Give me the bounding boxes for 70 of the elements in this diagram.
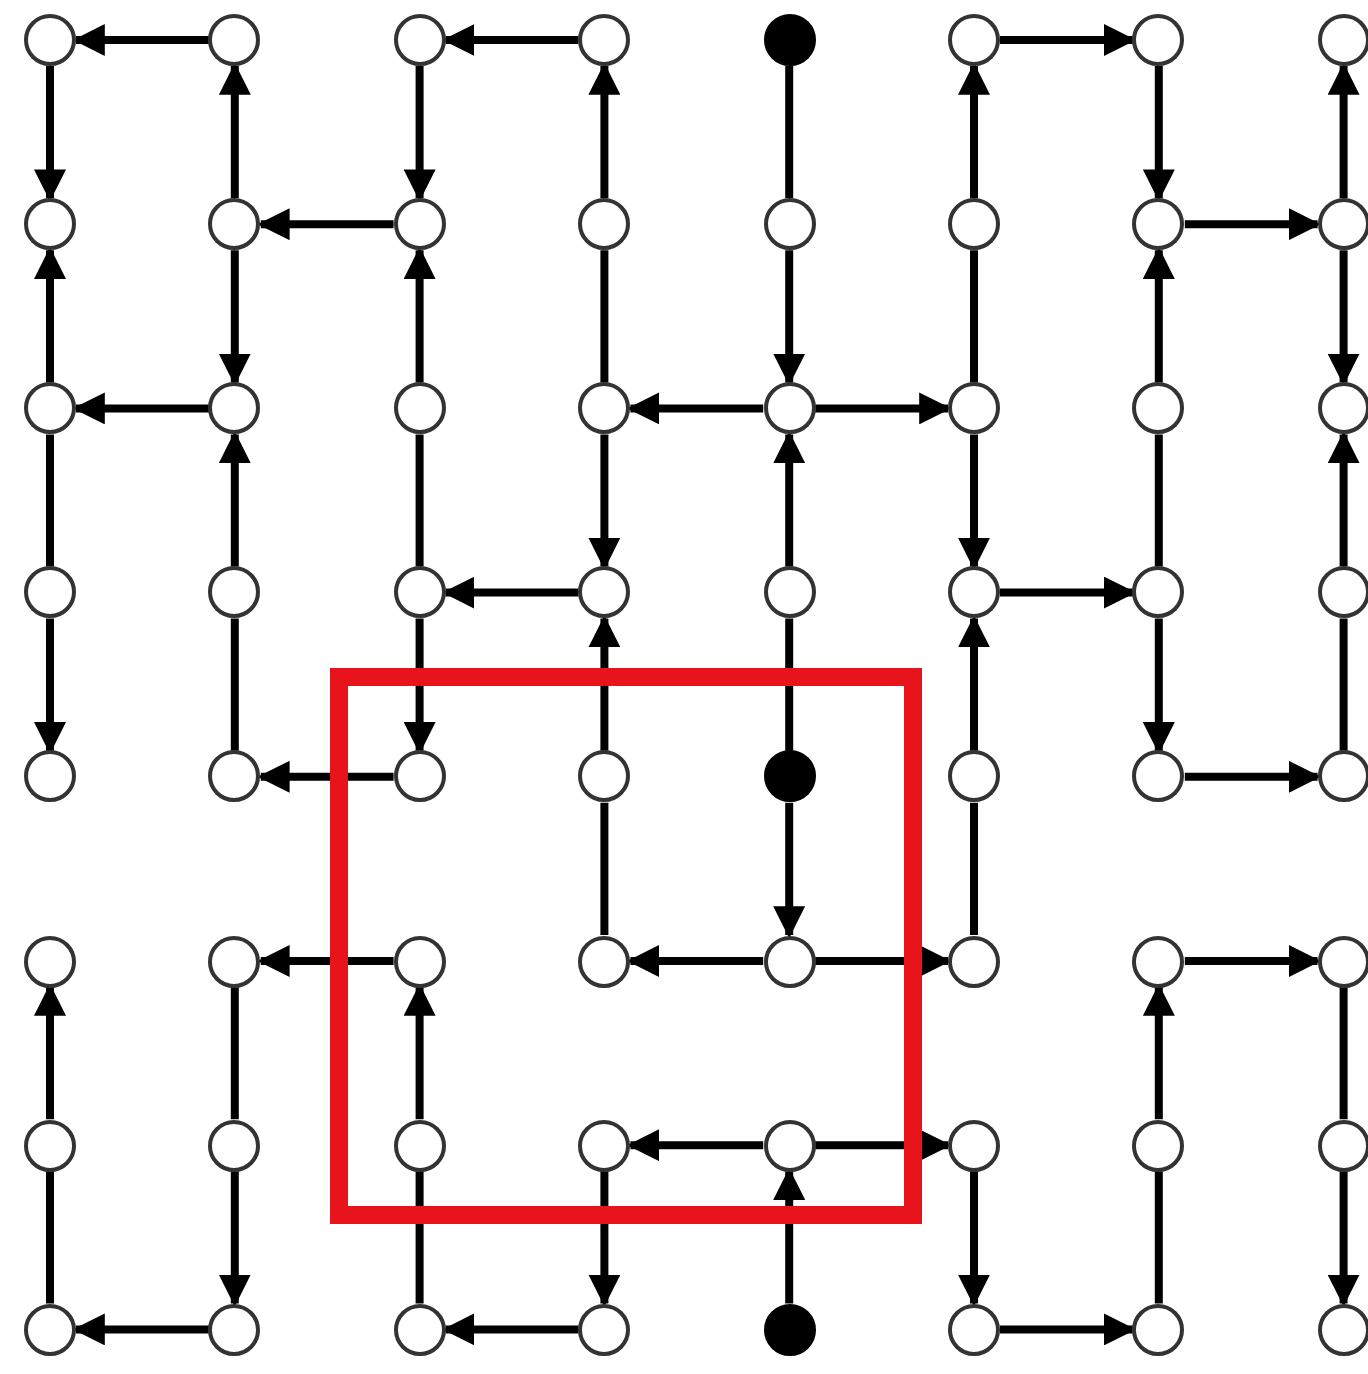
arrow [588, 434, 621, 570]
arrow [815, 945, 952, 977]
connector-line [600, 802, 609, 935]
arrow [1000, 576, 1136, 609]
arrow [1000, 24, 1136, 56]
arrow [1184, 208, 1321, 241]
connector-line [415, 1171, 424, 1304]
arrow [403, 66, 436, 202]
connector-line [230, 618, 239, 751]
arrow [588, 62, 621, 199]
arrow [627, 1129, 764, 1162]
arrow [958, 434, 990, 570]
arrow [1327, 250, 1360, 386]
connector-line [1339, 987, 1348, 1120]
arrow [1327, 431, 1360, 567]
connector-line [1154, 434, 1163, 567]
arrow [1327, 1171, 1360, 1307]
connector-line [970, 802, 978, 935]
arrow [72, 392, 209, 425]
arrow [773, 250, 806, 386]
connector-line [46, 1171, 54, 1304]
arrow [257, 208, 394, 241]
arrow [34, 247, 66, 383]
arrow [257, 760, 394, 793]
arrow [72, 1313, 209, 1346]
arrow [1142, 618, 1175, 754]
connector-line [1339, 618, 1348, 751]
arrow [218, 431, 251, 567]
arrow [1000, 1313, 1136, 1346]
arrow [1142, 983, 1175, 1120]
arrow [218, 62, 251, 199]
arrow [34, 618, 66, 754]
arrow [34, 983, 66, 1120]
arrow [442, 576, 579, 609]
connector-line [970, 250, 978, 383]
arrow [773, 802, 806, 939]
arrow [442, 24, 579, 56]
arrow [1142, 66, 1175, 202]
connector-line [600, 250, 609, 383]
arrow [773, 431, 806, 567]
connector-line [785, 618, 794, 751]
arrow [1327, 62, 1360, 199]
arrow [1184, 945, 1321, 977]
arrow [815, 1129, 952, 1162]
arrow [1184, 760, 1321, 793]
connector-line [785, 66, 794, 199]
connector-line [1154, 1171, 1163, 1304]
arrow [773, 1168, 806, 1304]
arrow [958, 62, 990, 199]
connector-line [230, 987, 239, 1120]
arrow [34, 66, 66, 202]
arrow [958, 1171, 990, 1307]
arrow [403, 983, 436, 1120]
arrow [257, 945, 394, 977]
arrow [403, 247, 436, 383]
arrow [218, 250, 251, 386]
arrow [588, 1171, 621, 1307]
connector-line [415, 434, 424, 567]
arrow [588, 615, 621, 751]
highlight-frame [330, 668, 922, 1224]
connector-line [46, 434, 54, 567]
arrow [72, 24, 209, 56]
arrow [815, 392, 952, 425]
arrow [442, 1313, 579, 1346]
arrow [403, 618, 436, 754]
arrow [627, 945, 764, 977]
arrow [218, 1171, 251, 1307]
arrow [627, 392, 764, 425]
arrow [1142, 247, 1175, 383]
arrow [958, 615, 990, 751]
